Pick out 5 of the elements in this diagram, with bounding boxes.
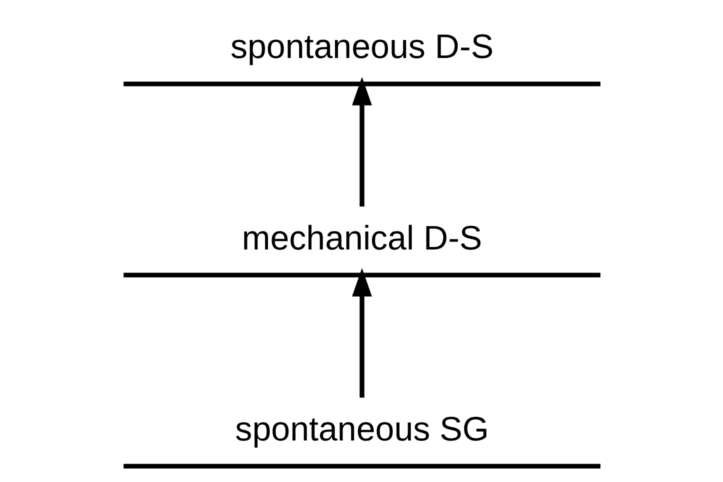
arrow <box>352 76 372 206</box>
node-text: spontaneous D-S <box>230 28 494 66</box>
node-text: mechanical D-S <box>241 219 482 258</box>
node-text: spontaneous SG <box>234 410 488 448</box>
arrow <box>352 268 372 398</box>
